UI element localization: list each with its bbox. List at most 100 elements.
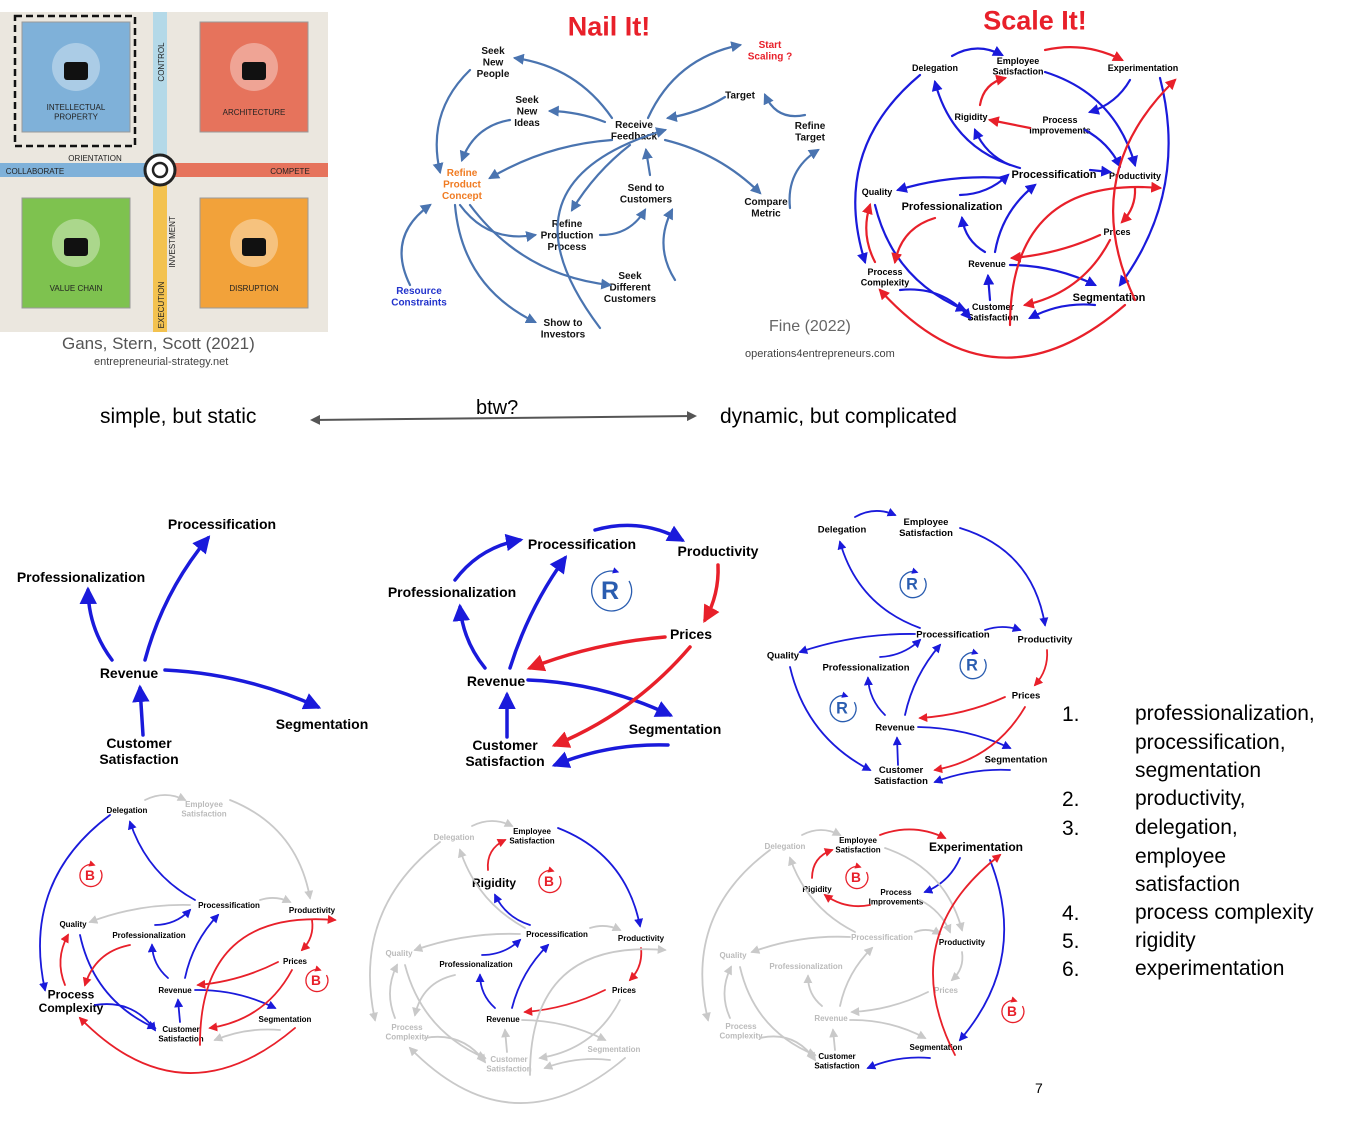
edge-feedback-concept [488, 138, 614, 180]
d6-edge-emp-exp [879, 828, 947, 839]
d3-edge-seg-cs [933, 768, 1011, 784]
d2-edge-prof-proc [453, 533, 524, 582]
d4-node-processification: Processification [198, 901, 260, 910]
scale-edge-complexity-quality [862, 202, 877, 264]
tile-label-1: ARCHITECTURE [223, 108, 286, 117]
scale-node-professionalization: Professionalization [902, 201, 1003, 213]
scale-it-url: operations4entrepreneurs.com [745, 348, 895, 360]
d6-edge-del-emp [801, 827, 842, 836]
scale-node-processification: Processification [1012, 169, 1097, 181]
list-item-5: rigidity [1135, 929, 1196, 952]
d4-edge-prod-prices [300, 919, 314, 952]
d5-loop-b-ring [538, 866, 562, 894]
d5-node-rigidity: Rigidity [472, 876, 516, 890]
list-number-6: 6. [1062, 958, 1080, 981]
d6-edge-exp-seg [958, 859, 1006, 1042]
d4-edge-seg-complexity [78, 1016, 296, 1074]
d5-edge-proc-quality [413, 932, 521, 952]
axis-orientation: ORIENTATION [68, 154, 122, 163]
scale-node-experimentation: Experimentation [1108, 63, 1179, 73]
d6-node-prices: Prices [934, 986, 959, 995]
d3-node-productivity: Productivity [1018, 634, 1074, 645]
d5-node-productivity: Productivity [618, 934, 665, 943]
scale-node-rigidity: Rigidity [955, 112, 988, 122]
scale-edge-proc-quality [895, 176, 1007, 193]
d6-edge-seg-exp [932, 853, 1002, 1056]
spectrum-left-label: simple, but static [100, 405, 257, 428]
compass-icon [143, 153, 177, 187]
d5-node-delegation: Delegation [434, 833, 475, 842]
d5-edge-cs-rev [501, 1028, 511, 1053]
compass-url: entrepreneurial-strategy.net [94, 356, 229, 368]
d4-loop-b1: B [85, 868, 95, 883]
d4-edge-cs-prod [199, 914, 337, 1046]
d4-edge-del-emp [144, 792, 187, 801]
d4-edge-proc-prod [259, 894, 292, 903]
d5-edge-rev-seg [521, 1019, 607, 1041]
scale-edge-emp-prod [1043, 70, 1138, 168]
d5-edge-prices-cs [538, 999, 621, 1062]
axis-control: CONTROL [157, 42, 166, 82]
d5-edge-seg-cs [543, 1058, 611, 1070]
list-item-1: professionalization, processification, s… [1135, 702, 1315, 782]
d4-loop-b2-ring [305, 965, 329, 993]
scale-edge-exp-seg [1118, 76, 1170, 287]
selected-tile-frame [13, 14, 137, 148]
d1-edge-cs-rev [132, 684, 150, 737]
d3-edge-proc-del [837, 540, 921, 629]
d5-node-processification: Processification [526, 930, 588, 939]
compass-inner-icon [151, 161, 169, 179]
edge-feedback-ideas [547, 105, 607, 124]
d3-node-segmentation: Segmentation [985, 754, 1048, 765]
scale-edge-improve-prod [1083, 128, 1122, 168]
d5-edge-complexity-quality [389, 963, 398, 1019]
d2-loop-r-ring [591, 567, 633, 612]
d5-edge-rig-emp [486, 839, 507, 871]
d6-loop-b1-ring [845, 862, 869, 890]
d6-edge-exp-improve [923, 857, 961, 894]
scale-node-delegation: Delegation [912, 63, 958, 73]
d4-edge-prices-rev [196, 961, 279, 989]
d6-edge-emp-prod [884, 847, 965, 932]
d2-node-processification: Processification [528, 536, 636, 552]
d5-edge-cs-prod [529, 944, 667, 1076]
list-item-4: process complexity [1135, 901, 1314, 924]
d3-node-prices: Prices [1012, 690, 1041, 701]
d6-edge-del-complexity [701, 849, 771, 1022]
d6-edge-proc-prod [914, 926, 942, 935]
d6-node-segmentation: Segmentation [910, 1043, 963, 1052]
d4-loop-b1-ring [79, 860, 103, 888]
d6-edge-rev-prof [803, 974, 823, 1007]
d1-node-revenue: Revenue [100, 665, 159, 681]
d4-node-delegation: Delegation [107, 806, 148, 815]
d6-edge-seg-cs [866, 1056, 931, 1070]
d4-edge-rev-prof [147, 943, 169, 979]
d5-edge-quality-cs [404, 964, 487, 1060]
list-number-1: 1. [1062, 703, 1080, 726]
d6-node-rigidity: Rigidity [802, 885, 832, 894]
d3-node-delegation: Delegation [818, 524, 867, 535]
d3-edge-quality-cs [789, 666, 872, 771]
d5-node-revenue: Revenue [486, 1015, 520, 1024]
scale-edge-exp-improve [1087, 78, 1132, 115]
list-item-2: productivity, [1135, 787, 1246, 810]
list-number-3: 3. [1062, 817, 1080, 840]
d3-node-processification: Processification [916, 629, 990, 640]
d6-node-experimentation: Experimentation [929, 840, 1023, 854]
d6-edge-quality-cs [739, 966, 817, 1057]
d5-node-quality: Quality [385, 949, 413, 958]
d5-edge-seg-complexity [408, 1046, 626, 1104]
d4-node-productivity: Productivity [289, 906, 336, 915]
